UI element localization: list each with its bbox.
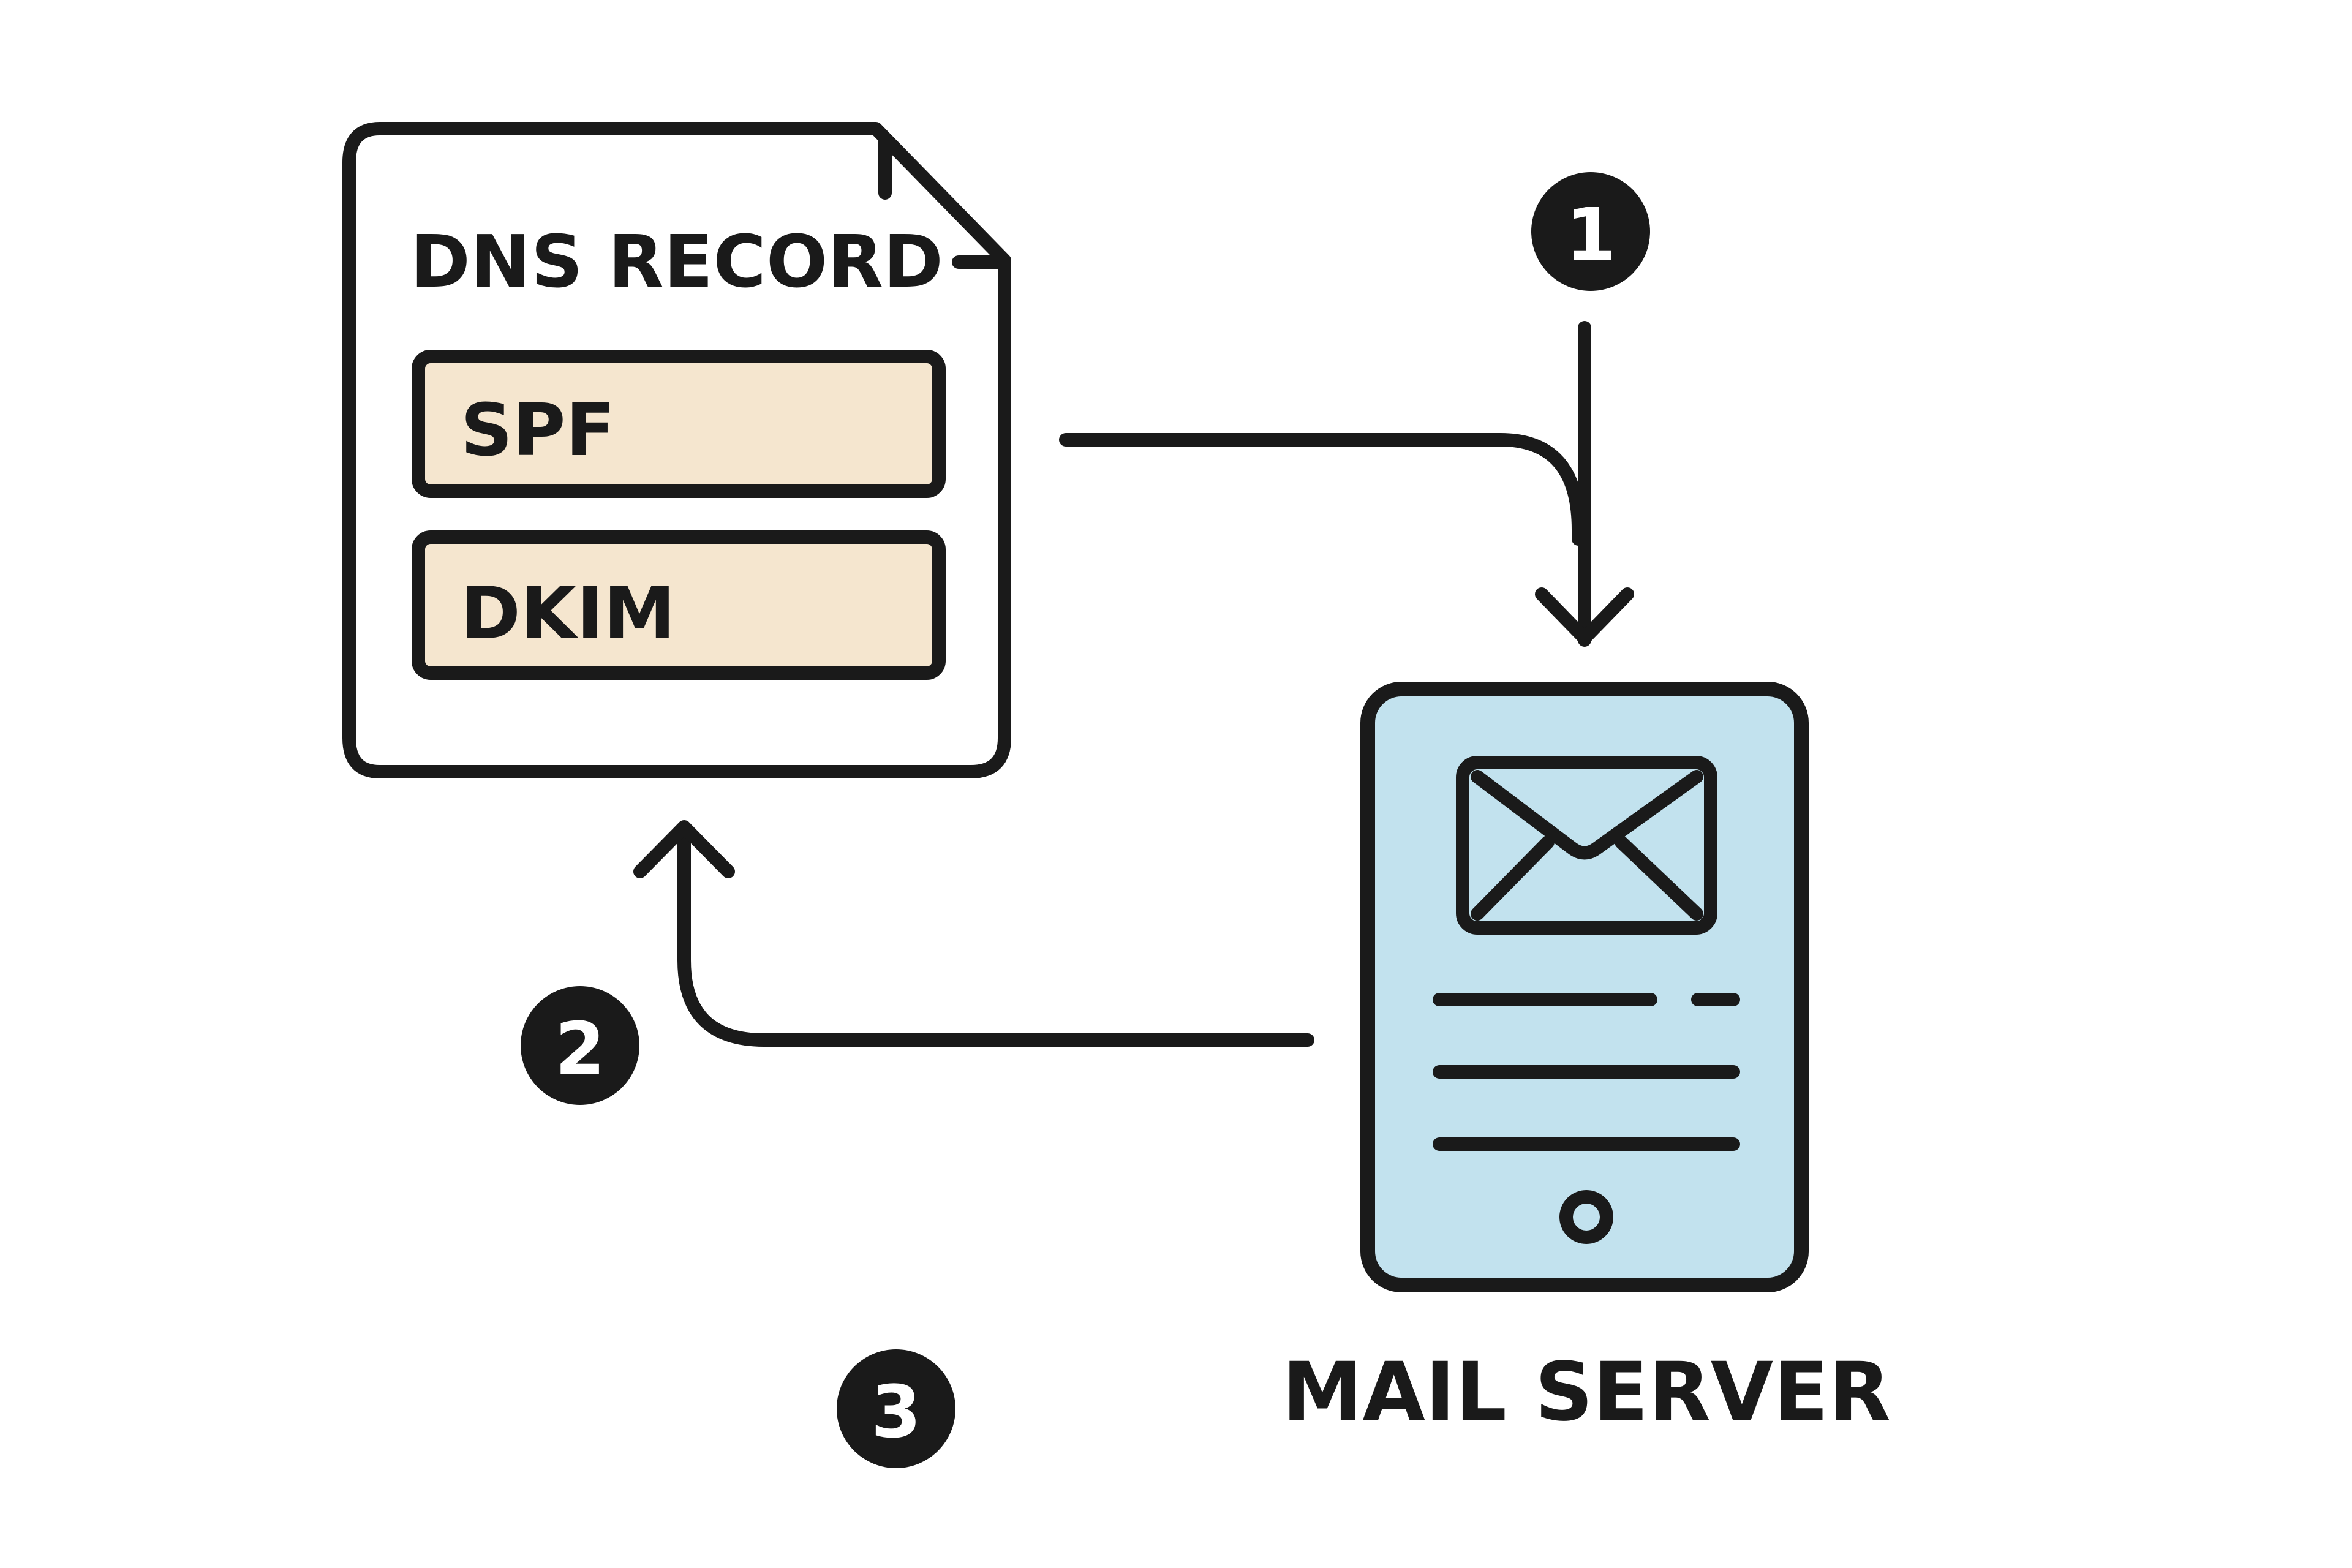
dns-to-server-curve <box>1059 433 1585 546</box>
spf-entry: SPF <box>412 350 946 498</box>
spf-entry-box <box>412 350 946 498</box>
step-marker-1: 1 <box>1531 172 1650 291</box>
envelope-icon <box>1456 756 1717 935</box>
dkim-entry: DKIM <box>412 530 946 680</box>
server-button <box>1559 1190 1613 1244</box>
mail-server-device <box>1360 682 1809 1292</box>
step-1-circle <box>1531 172 1650 291</box>
step-2-number: 2 <box>555 1006 605 1091</box>
step-2-circle <box>521 986 639 1105</box>
step2-arrow-head <box>633 820 735 878</box>
flow-arrows <box>633 321 1634 1047</box>
mail-server-body <box>1360 682 1809 1292</box>
step-3-number: 3 <box>871 1370 921 1454</box>
envelope-left-fold <box>1471 835 1555 921</box>
step-marker-2: 2 <box>521 986 639 1105</box>
dns-record-document: DNS RECORD SPF DKIM <box>342 122 1011 778</box>
spf-entry-label: SPF <box>461 388 615 472</box>
envelope-flap <box>1471 770 1703 860</box>
mail-server-label: MAIL SERVER <box>1282 1345 1891 1439</box>
step-marker-3: 3 <box>837 1349 956 1468</box>
dkim-entry-box <box>412 530 946 680</box>
dns-record-outline <box>342 122 1011 778</box>
server-text-lines <box>1433 993 1740 1151</box>
step-3-circle <box>837 1349 956 1468</box>
dns-record-title: DNS RECORD <box>410 219 943 304</box>
envelope-right-fold <box>1615 835 1703 921</box>
envelope-outline <box>1456 756 1717 935</box>
step1-arrow-head <box>1535 587 1634 645</box>
server-to-dns-return-path <box>677 826 1314 1047</box>
step-1-number: 1 <box>1566 192 1616 277</box>
dkim-entry-label: DKIM <box>461 571 676 655</box>
